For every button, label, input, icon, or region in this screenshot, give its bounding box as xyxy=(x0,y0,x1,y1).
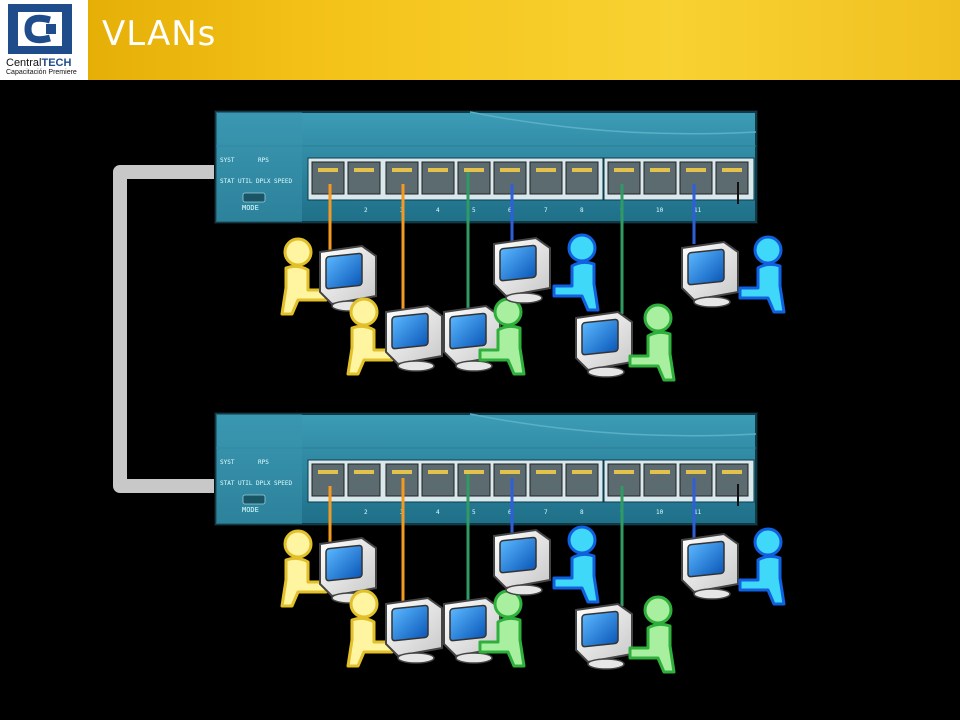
computer-icon xyxy=(385,597,443,664)
user-icon xyxy=(552,525,600,604)
trunk-link xyxy=(113,165,223,493)
hosts-bottom xyxy=(280,525,786,674)
computer-icon xyxy=(385,305,443,372)
switch-top xyxy=(213,109,759,225)
logo-icon xyxy=(8,4,72,54)
vlan-links-bottom xyxy=(328,474,739,606)
computer-icon xyxy=(493,529,551,596)
hosts-top xyxy=(280,233,786,382)
logo-brand: CentralTECH xyxy=(6,57,72,69)
header-bar: CentralTECH Capacitación Premiere VLANs xyxy=(0,0,960,80)
user-icon xyxy=(628,595,676,674)
user-icon xyxy=(628,303,676,382)
computer-icon xyxy=(493,237,551,304)
switch-bottom xyxy=(213,411,759,527)
computer-icon xyxy=(575,603,633,670)
computer-icon xyxy=(681,241,739,308)
slide-title: VLANs xyxy=(102,14,217,54)
logo-tagline: Capacitación Premiere xyxy=(6,69,77,76)
user-icon xyxy=(738,235,786,314)
user-icon xyxy=(738,527,786,606)
vlan-links-top xyxy=(328,172,739,314)
computer-icon xyxy=(681,533,739,600)
user-icon xyxy=(552,233,600,312)
switch-icon xyxy=(213,411,759,527)
centraltech-logo: CentralTECH Capacitación Premiere xyxy=(0,0,88,80)
computer-icon xyxy=(575,311,633,378)
switch-icon xyxy=(213,109,759,225)
